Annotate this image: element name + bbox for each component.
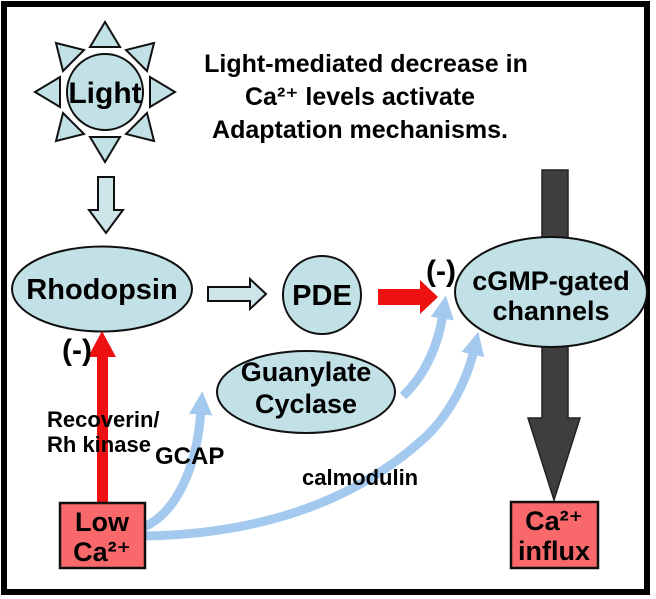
pde-label: PDE (292, 280, 352, 312)
sun-icon: Light (33, 20, 177, 164)
sun-circle (66, 53, 144, 131)
guanylate-cyclase-label-line1: Guanylate (241, 357, 372, 387)
rhodopsin-label: Rhodopsin (26, 274, 177, 306)
sun-ray-icon (88, 20, 122, 48)
recoverin-label-line2: Rh kinase (47, 432, 151, 457)
node-ca-influx-box (509, 500, 600, 570)
calmodulin-label: calmodulin (302, 465, 418, 490)
sun-ray-icon (33, 75, 61, 109)
ca-influx-label-line1: Ca²⁺ (525, 506, 583, 536)
sun-ray-icon (124, 41, 156, 73)
pde-to-channels-red-arrow (378, 280, 438, 314)
rhodopsin-to-pde-arrow (207, 276, 268, 312)
node-guanylate-cyclase (216, 350, 396, 434)
recoverin-label-line1: Recoverin/ (47, 407, 160, 432)
low-ca-label-line2: Ca²⁺ (73, 537, 131, 567)
diagram-title: Light-mediated decrease in Ca²⁺ levels a… (204, 50, 528, 144)
inhibition-label-rhodopsin: (-) (62, 334, 92, 367)
lowca-to-gc-gcap-arrow (140, 391, 213, 533)
guanylate-cyclase-label-line2: Cyclase (255, 389, 357, 419)
ca-influx-label-line2: influx (518, 536, 590, 566)
node-pde (282, 255, 362, 335)
lowca-to-channels-calmodulin-arrow (145, 331, 485, 541)
low-ca-label-line1: Low (75, 507, 130, 537)
node-cgmp-gated-channels (454, 236, 648, 348)
inhibition-label-channels: (-) (426, 255, 456, 288)
sun-ray-icon (88, 136, 122, 164)
sun-label: Light (68, 77, 141, 110)
sun-ray-icon (54, 41, 86, 73)
cgmp-channels-label-line1: cGMP-gated (472, 266, 630, 296)
sun-ray-icon (124, 111, 156, 143)
sun-ray-icon (54, 111, 86, 143)
cgmp-channels-label-line2: channels (492, 296, 609, 326)
sun-ray-icon (149, 75, 177, 109)
title-line-2: Ca²⁺ levels activate (245, 83, 475, 111)
gc-to-channels-arrow (399, 295, 454, 400)
title-line-1: Light-mediated decrease in (204, 50, 528, 78)
title-line-3: Adaptation mechanisms. (212, 116, 508, 144)
lowca-to-rhodopsin-red-arrow (88, 331, 116, 502)
light-to-rhodopsin-arrow (87, 176, 125, 235)
gcap-label: GCAP (155, 443, 224, 470)
node-low-ca-box (58, 501, 147, 570)
